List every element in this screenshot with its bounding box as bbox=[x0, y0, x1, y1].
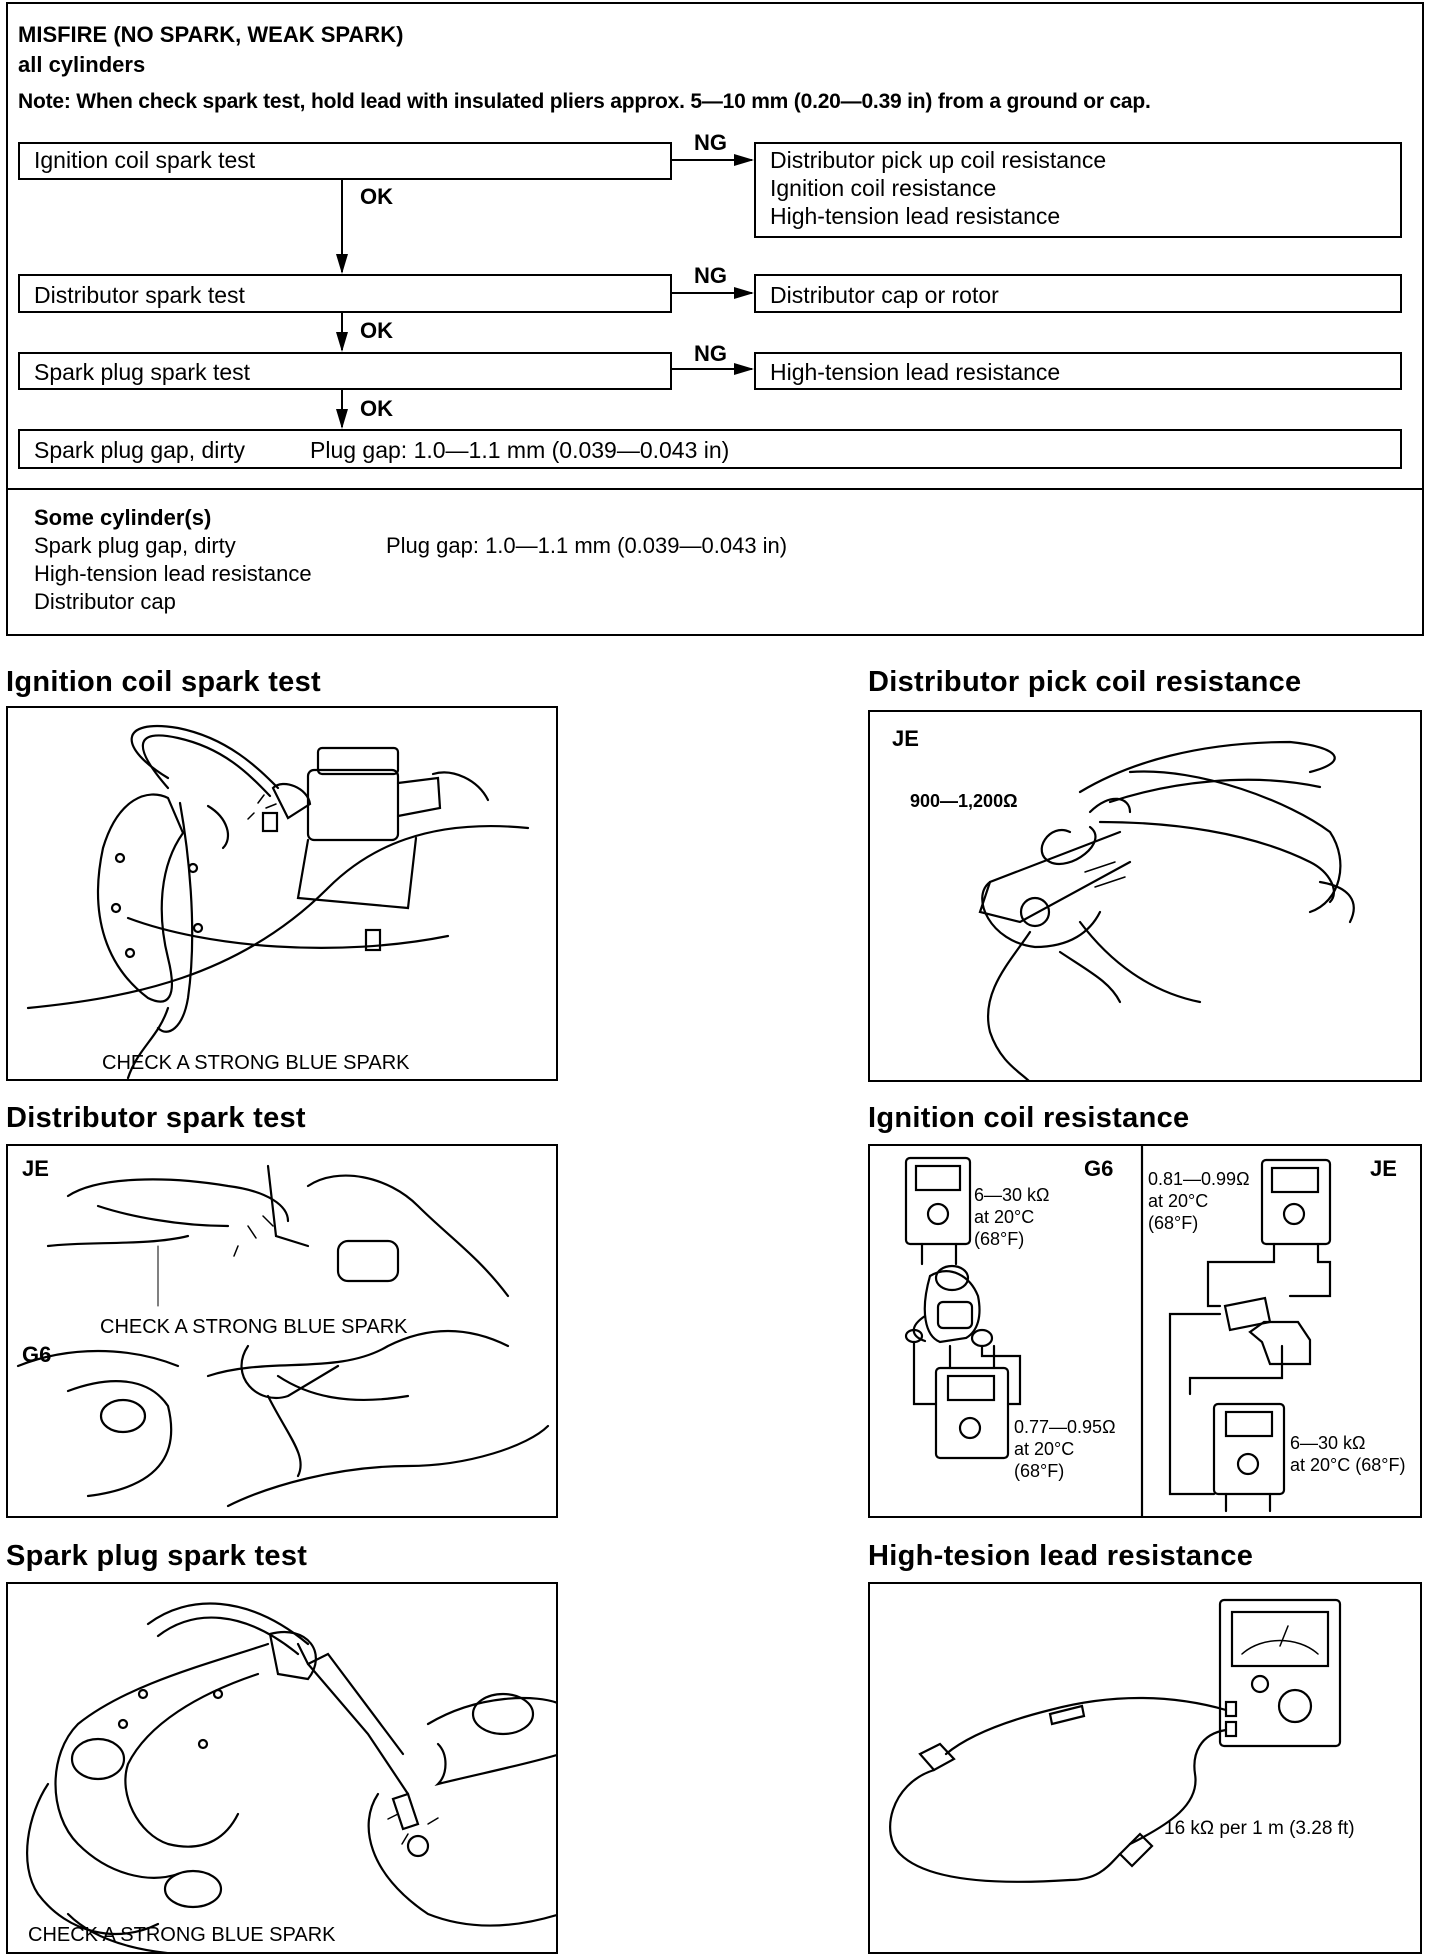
g6-primary-line-3: (68°F) bbox=[974, 1229, 1025, 1249]
result-ng1-line-3: High-tension lead resistance bbox=[770, 203, 1061, 229]
distributor-spark-tag-je: JE bbox=[22, 1156, 49, 1181]
flowchart-note: Note: When check spark test, hold lead w… bbox=[18, 90, 1151, 113]
ignition-coil-spark-test-illustration: CHECK A STRONG BLUE SPARK bbox=[6, 706, 558, 1081]
distributor-pick-coil-illustration: JE 900—1,200Ω bbox=[868, 710, 1422, 1082]
distributor-spark-test-illustration: JE CHECK A STRONG BLUE SPARK G6 bbox=[6, 1144, 558, 1518]
spark-plug-spark-test-illustration: CHECK A STRONG BLUE SPARK bbox=[6, 1582, 558, 1954]
step-spark-plug-spark-test: Spark plug spark test bbox=[18, 352, 672, 390]
g6-primary-line-2: at 20°C bbox=[974, 1207, 1035, 1227]
spark-plug-spark-caption: CHECK A STRONG BLUE SPARK bbox=[28, 1924, 336, 1946]
result-ng1-line-1: Distributor pick up coil resistance bbox=[770, 147, 1107, 173]
some-cylinders-item-2: High-tension lead resistance bbox=[34, 561, 312, 586]
flowchart-subtitle: all cylinders bbox=[18, 52, 146, 77]
some-cylinders-title: Some cylinder(s) bbox=[34, 505, 212, 530]
distributor-spark-tag-g6: G6 bbox=[22, 1342, 52, 1367]
je-secondary: 6—30 kΩ at 20°C (68°F) bbox=[1290, 1432, 1405, 1476]
ignition-coil-resistance-title: Ignition coil resistance bbox=[868, 1102, 1190, 1134]
some-cylinders-item-3: Distributor cap bbox=[34, 589, 176, 614]
pick-coil-tag: JE bbox=[892, 726, 919, 751]
ignition-coil-g6-tag: G6 bbox=[1084, 1156, 1114, 1181]
result-ng3: High-tension lead resistance bbox=[754, 352, 1402, 390]
ignition-coil-resistance-illustration: G6 6—30 kΩ at 20°C (68°F) 0.77—0.95Ω at … bbox=[868, 1144, 1422, 1518]
g6-secondary-line-1: 0.77—0.95Ω bbox=[1014, 1417, 1116, 1437]
result-ng2: Distributor cap or rotor bbox=[754, 274, 1402, 313]
step-ignition-coil-spark-test: Ignition coil spark test bbox=[18, 142, 672, 180]
spark-plug-gap-label: Spark plug gap, dirty bbox=[34, 437, 245, 463]
ng-label-1: NG bbox=[694, 130, 727, 155]
je-primary-line-1: 0.81—0.99Ω bbox=[1148, 1169, 1250, 1189]
ok-label-2: OK bbox=[360, 318, 393, 343]
misfire-flowchart bbox=[6, 2, 1424, 490]
flowchart-title: MISFIRE (NO SPARK, WEAK SPARK) bbox=[18, 22, 404, 47]
ignition-coil-spark-caption: CHECK A STRONG BLUE SPARK bbox=[102, 1052, 410, 1074]
g6-secondary: 0.77—0.95Ω at 20°C (68°F) bbox=[1014, 1416, 1116, 1482]
je-secondary-line-1: 6—30 kΩ bbox=[1290, 1433, 1366, 1453]
g6-secondary-line-3: (68°F) bbox=[1014, 1461, 1065, 1481]
distributor-spark-caption: CHECK A STRONG BLUE SPARK bbox=[100, 1316, 408, 1338]
je-primary: 0.81—0.99Ω at 20°C (68°F) bbox=[1148, 1168, 1250, 1234]
result-ng1-line-2: Ignition coil resistance bbox=[770, 175, 997, 201]
ignition-coil-je-tag: JE bbox=[1370, 1156, 1397, 1181]
ok-label-3: OK bbox=[360, 396, 393, 421]
ignition-coil-spark-test-title: Ignition coil spark test bbox=[6, 666, 321, 698]
plug-gap-spec: Plug gap: 1.0—1.1 mm (0.039—0.043 in) bbox=[310, 437, 730, 463]
pick-coil-value: 900—1,200Ω bbox=[910, 791, 1018, 811]
je-primary-line-3: (68°F) bbox=[1148, 1213, 1199, 1233]
high-tension-lead-value: 16 kΩ per 1 m (3.28 ft) bbox=[1164, 1818, 1355, 1839]
g6-primary-line-1: 6—30 kΩ bbox=[974, 1185, 1050, 1205]
step-spark-plug-gap: Spark plug gap, dirty Plug gap: 1.0—1.1 … bbox=[18, 429, 1402, 469]
step-distributor-spark-test: Distributor spark test bbox=[18, 274, 672, 313]
high-tension-lead-title: High-tesion lead resistance bbox=[868, 1540, 1254, 1572]
g6-secondary-line-2: at 20°C bbox=[1014, 1439, 1075, 1459]
je-primary-line-2: at 20°C bbox=[1148, 1191, 1209, 1211]
some-cylinders-panel bbox=[6, 488, 1424, 636]
high-tension-lead-illustration: 16 kΩ per 1 m (3.28 ft) bbox=[868, 1582, 1422, 1954]
ok-label-1: OK bbox=[360, 184, 393, 209]
some-cylinders-plug-gap-spec: Plug gap: 1.0—1.1 mm (0.039—0.043 in) bbox=[386, 533, 788, 558]
spark-plug-spark-test-title: Spark plug spark test bbox=[6, 1540, 308, 1572]
some-cylinders-item-1: Spark plug gap, dirty bbox=[34, 533, 236, 558]
result-ng1: Distributor pick up coil resistance Igni… bbox=[754, 142, 1402, 238]
distributor-spark-test-title: Distributor spark test bbox=[6, 1102, 306, 1134]
ng-label-3: NG bbox=[694, 341, 727, 366]
g6-primary: 6—30 kΩ at 20°C (68°F) bbox=[974, 1184, 1050, 1250]
distributor-pick-coil-title: Distributor pick coil resistance bbox=[868, 666, 1302, 698]
flowchart-connectors bbox=[336, 154, 754, 429]
ng-label-2: NG bbox=[694, 263, 727, 288]
je-secondary-line-2: at 20°C (68°F) bbox=[1290, 1455, 1406, 1475]
